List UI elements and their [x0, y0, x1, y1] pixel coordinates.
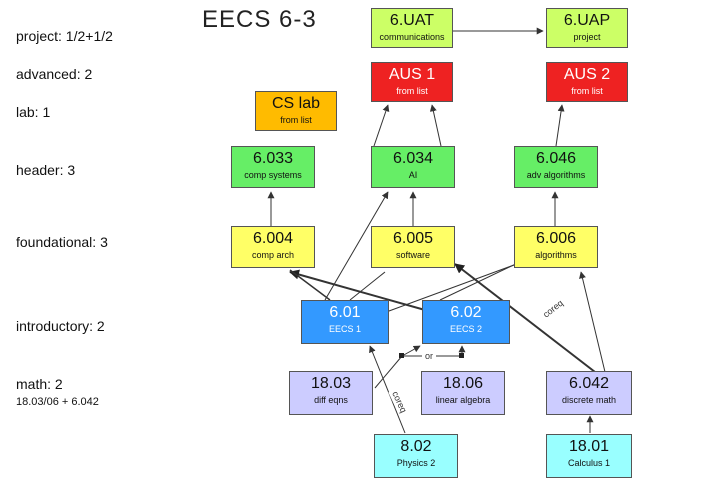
course-description: algorithms: [535, 250, 577, 260]
course-number: 6.033: [252, 150, 294, 167]
course-description: diff eqns: [314, 395, 348, 405]
edge-6042-6006: [579, 271, 606, 373]
row-label-math-sub: 18.03/06 + 6.042: [16, 396, 99, 408]
course-601: 6.01 EECS 1: [301, 300, 389, 344]
edge-6034-aus1-a: [373, 104, 390, 147]
course-number: AUS 1: [388, 66, 436, 83]
course-description: software: [395, 250, 430, 260]
or-label: or: [425, 351, 433, 361]
edge-6034-aus1-b: [429, 104, 442, 147]
course-602: 6.02 EECS 2: [422, 300, 510, 344]
edge-or-602-left: [401, 345, 421, 357]
course-description: comp arch: [251, 250, 295, 260]
course-802: 8.02 Physics 2: [374, 434, 458, 478]
course-description: EECS 1: [328, 324, 361, 334]
course-1803: 18.03 diff eqns: [289, 371, 373, 415]
row-label-advanced: advanced: 2: [16, 66, 93, 82]
row-label-foundational: foundational: 3: [16, 234, 108, 250]
course-6006: 6.006 algorithms: [514, 226, 598, 268]
edge-601-6004: [289, 269, 331, 301]
course-number: 6.046: [535, 150, 577, 167]
or-junction-right: [459, 353, 464, 358]
edge-1803-or: [374, 355, 403, 389]
page-title: EECS 6-3: [202, 6, 317, 33]
course-description: EECS 2: [449, 324, 482, 334]
course-description: linear algebra: [435, 395, 491, 405]
course-number: 6.034: [392, 150, 434, 167]
edge-601-6034: [324, 191, 389, 301]
course-number: AUS 2: [563, 66, 611, 83]
course-description: discrete math: [561, 395, 617, 405]
course-number: 6.004: [252, 230, 294, 247]
row-label-project: project: 1/2+1/2: [16, 28, 113, 44]
course-number: 6.UAP: [563, 12, 611, 29]
course-description: comp systems: [244, 170, 302, 180]
course-number: 6.042: [568, 375, 610, 392]
course-6uat: 6.UAT communications: [371, 8, 453, 48]
course-description: from list: [571, 86, 603, 96]
course-6046: 6.046 adv algorithms: [514, 146, 598, 188]
course-number: 18.06: [442, 375, 484, 392]
row-label-math: math: 2: [16, 376, 63, 392]
course-6042: 6.042 discrete math: [546, 371, 632, 415]
course-6004: 6.004 comp arch: [231, 226, 315, 268]
course-description: communications: [379, 32, 445, 42]
course-number: 6.UAT: [389, 12, 435, 29]
row-label-lab: lab: 1: [16, 104, 51, 120]
course-description: from list: [396, 86, 428, 96]
or-junction-left: [399, 353, 404, 358]
course-aus2: AUS 2 from list: [546, 62, 628, 102]
course-number: 8.02: [400, 438, 432, 455]
course-description: AI: [408, 170, 418, 180]
course-number: 6.02: [450, 304, 482, 321]
edge-602-6004: [289, 269, 426, 311]
course-number: 18.01: [568, 438, 610, 455]
edge-6042-6005: [454, 263, 596, 373]
course-number: 6.01: [329, 304, 361, 321]
edge-602-6006: [439, 261, 521, 301]
course-cslab: CS lab from list: [255, 91, 337, 131]
course-6005: 6.005 software: [371, 226, 455, 268]
edge-601-6006: [369, 264, 515, 319]
row-label-introductory: introductory: 2: [16, 318, 105, 334]
course-description: adv algorithms: [526, 170, 586, 180]
course-6uap: 6.UAP project: [546, 8, 628, 48]
course-1801: 18.01 Calculus 1: [546, 434, 632, 478]
edge-6046-aus2: [555, 104, 565, 147]
course-number: 6.005: [392, 230, 434, 247]
course-1806: 18.06 linear algebra: [421, 371, 505, 415]
course-description: Physics 2: [396, 458, 436, 468]
edge-802-601: [369, 345, 406, 434]
course-description: from list: [280, 115, 312, 125]
course-description: project: [573, 32, 601, 42]
edge-601-6005: [349, 271, 386, 301]
course-description: Calculus 1: [567, 458, 611, 468]
course-aus1: AUS 1 from list: [371, 62, 453, 102]
course-number: 18.03: [310, 375, 352, 392]
course-6033: 6.033 comp systems: [231, 146, 315, 188]
course-number: 6.006: [535, 230, 577, 247]
course-6034: 6.034 AI: [371, 146, 455, 188]
course-number: CS lab: [271, 95, 321, 112]
row-label-header: header: 3: [16, 162, 76, 178]
